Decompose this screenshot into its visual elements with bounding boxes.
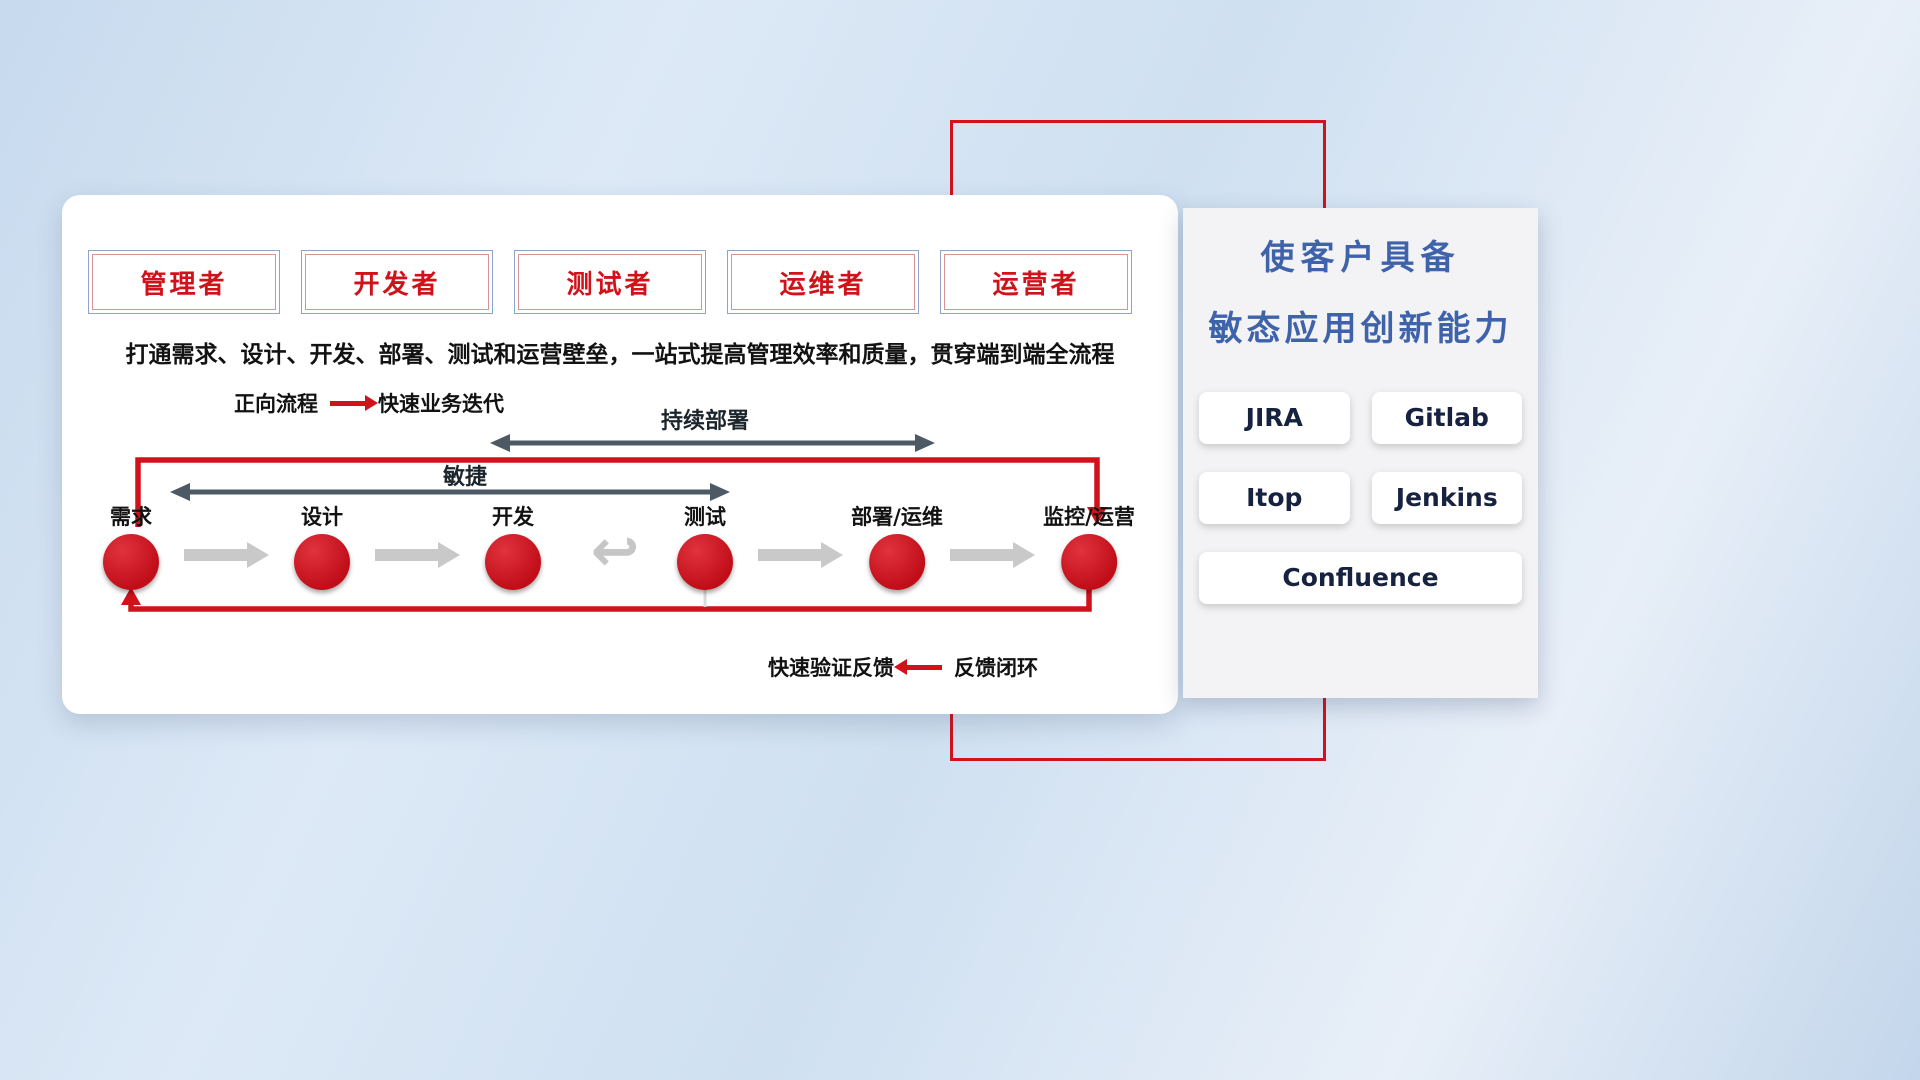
legend-forward: 正向流程 快速业务迭代 [234,388,504,418]
flow-step-design: 设计 [294,501,350,590]
process-subtitle: 打通需求、设计、开发、部署、测试和运营壁垒，一站式提高管理效率和质量，贯穿端到端… [125,342,1115,368]
step-arrow [375,542,460,568]
roles-row: 管理者 开发者 测试者 运维者 运营者 [88,250,1132,314]
role-label: 运营者 [944,254,1128,310]
role-box-business-ops: 运营者 [940,250,1132,314]
step-label: 测试 [684,505,726,529]
step-circle [485,534,541,590]
forward-flow-label: 正向流程 [234,392,318,416]
step-circle [677,534,733,590]
step-label: 部署/运维 [851,505,943,529]
step-arrows [184,542,1035,568]
feedback-label: 反馈闭环 [954,656,1038,680]
flow-step-monitor-ops: 监控/运营 [1043,501,1135,590]
role-box-developer: 开发者 [301,250,493,314]
flow-step-develop: 开发 [485,501,541,590]
agile-label: 敏捷 [442,465,487,490]
feedback-desc: 快速验证反馈 [768,656,894,680]
capability-panel: 使客户具备 敏态应用创新能力 JIRA Gitlab Itop Jenkins … [1183,208,1538,698]
step-circle [103,534,159,590]
tool-jira: JIRA [1199,391,1350,444]
step-arrow [184,542,269,568]
panel-title-line1: 使客户具备 [1260,238,1461,278]
flow-lines [121,434,1107,612]
flow-step-test: 测试 [677,501,733,590]
flow-step-requirements: 需求 [103,501,159,590]
step-label: 需求 [110,505,152,529]
tool-itop: Itop [1199,471,1350,524]
tool-confluence: Confluence [1199,551,1522,604]
continuous-deployment-label: 持续部署 [660,409,749,434]
role-box-manager: 管理者 [88,250,280,314]
role-label: 开发者 [305,254,489,310]
forward-flow-desc: 快速业务迭代 [378,392,504,416]
step-label: 监控/运营 [1043,505,1135,529]
panel-title: 使客户具备 敏态应用创新能力 [1199,238,1522,350]
step-label: 开发 [492,505,534,529]
continuous-deployment-arrow [490,434,935,452]
tool-jenkins: Jenkins [1371,471,1522,524]
tool-gitlab: Gitlab [1371,391,1522,444]
agile-arrow [170,483,730,501]
step-label: 设计 [301,505,343,529]
tools-grid: JIRA Gitlab Itop Jenkins Confluence [1199,391,1522,604]
legend-feedback: 快速验证反馈 反馈闭环 [768,652,1038,682]
step-circle [1060,534,1117,590]
role-box-tester: 测试者 [514,250,706,314]
step-arrow [950,542,1035,568]
step-arrow [758,542,843,568]
step-circle [294,534,350,590]
forward-loop-line [135,457,1107,527]
devops-process-card: 管理者 开发者 测试者 运维者 运营者 打通需求、设计、开发、部署、测试和运营壁… [62,195,1178,714]
iteration-loop-icon: ↩ [590,516,640,585]
role-box-operations: 运维者 [727,250,919,314]
flow-step-deploy-ops: 部署/运维 [851,501,943,590]
feedback-loop-line [121,581,1092,612]
feedback-arrow-icon [894,658,942,675]
step-circle [868,534,925,590]
role-label: 测试者 [518,254,702,310]
role-label: 管理者 [92,254,276,310]
role-label: 运维者 [731,254,915,310]
forward-arrow-icon [330,394,378,411]
panel-title-line2: 敏态应用创新能力 [1208,308,1513,349]
